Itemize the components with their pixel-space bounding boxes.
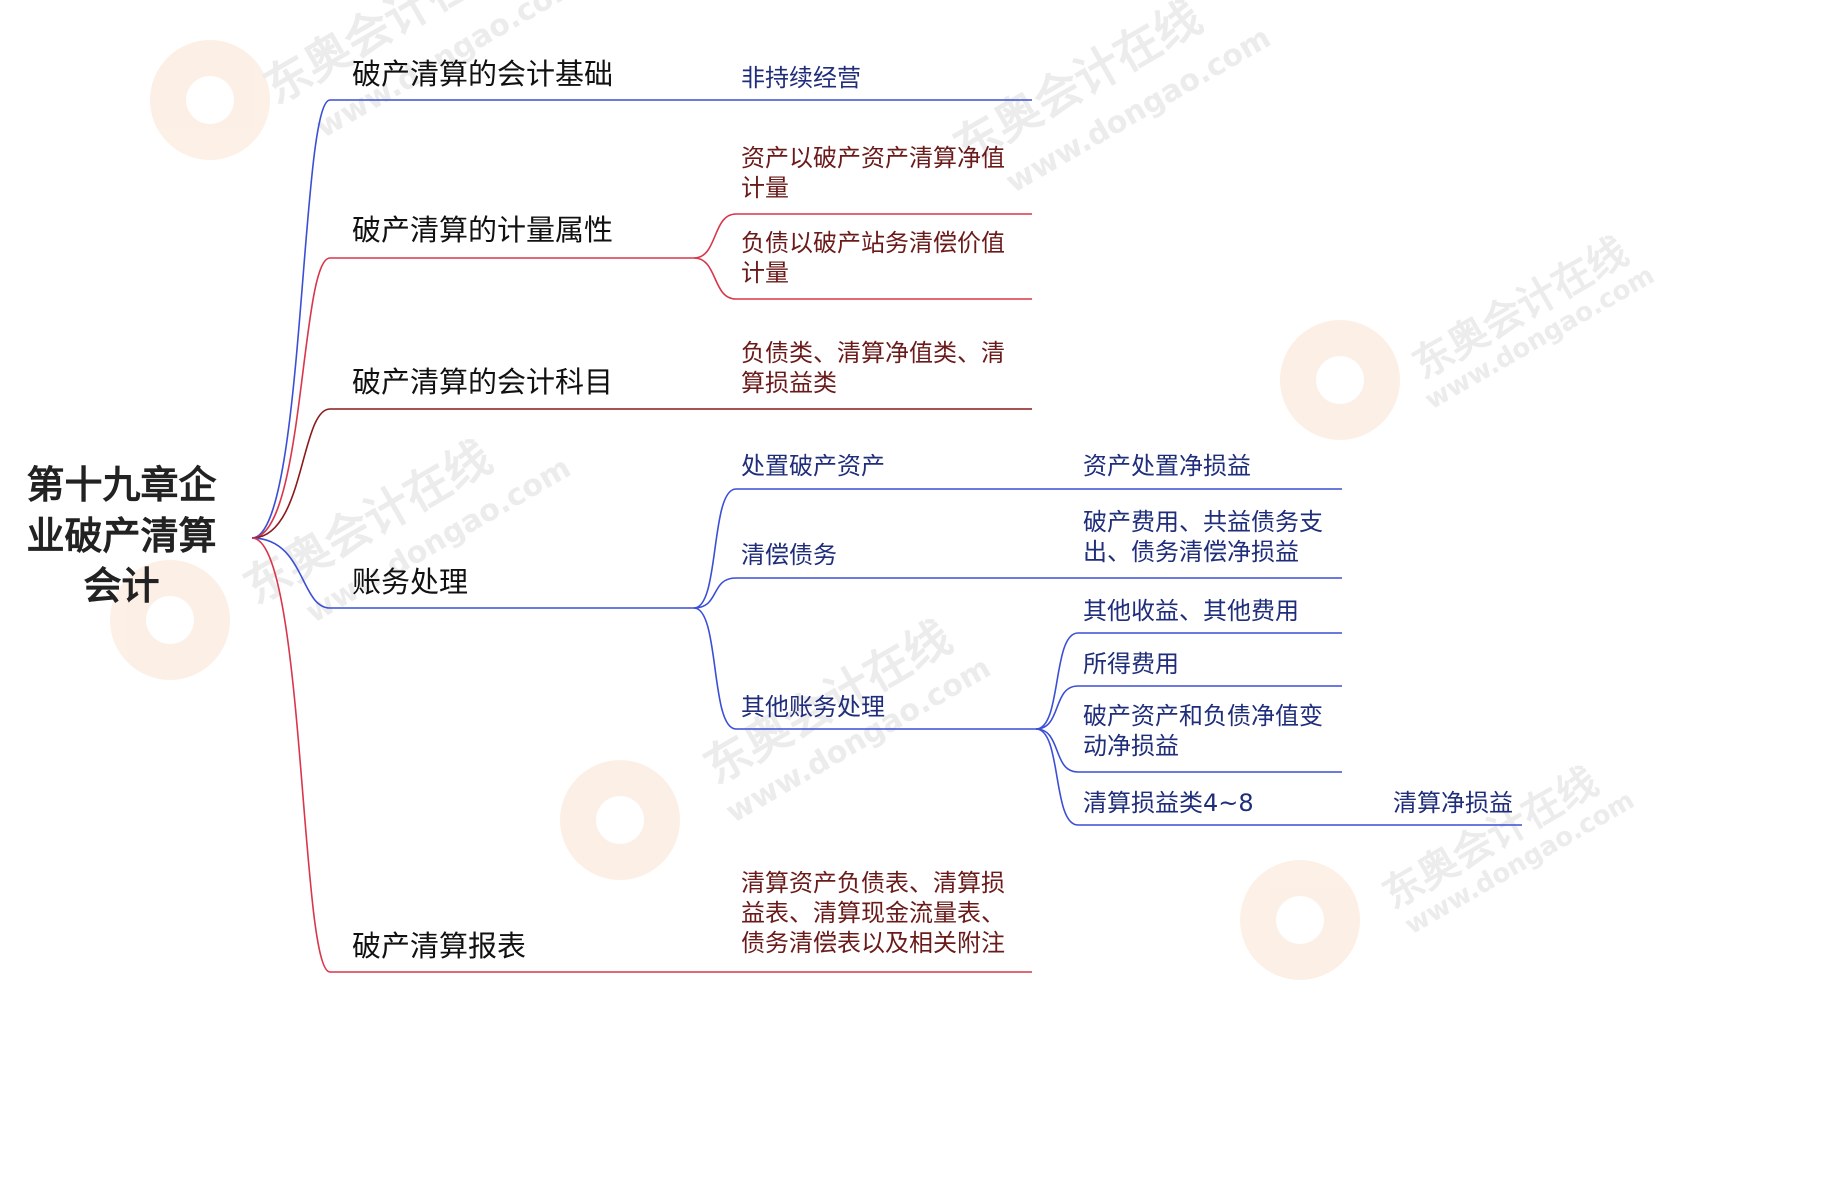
node-non-going-concern[interactable]: 非持续经营 — [741, 64, 861, 92]
watermark-logo-icon — [150, 40, 270, 160]
branch-liquidation-reports[interactable]: 破产清算报表 — [352, 929, 527, 963]
connector-branch2-child1 — [693, 213, 737, 259]
connector-branch4-child1 — [693, 488, 737, 609]
connector-root-branch1 — [251, 99, 331, 539]
connector-branch4-child3 — [693, 607, 737, 730]
node-liability-measurement[interactable]: 负债以破产站务清偿价值计量 — [741, 229, 1005, 287]
watermark-logo-icon — [1280, 320, 1400, 440]
watermark-logo-icon — [110, 560, 230, 680]
node-subject-categories[interactable]: 负债类、清算净值类、清算损益类 — [741, 339, 1005, 397]
branch-measurement-attributes[interactable]: 破产清算的计量属性 — [352, 213, 614, 247]
connector-branch4-child2 — [693, 577, 737, 609]
node-other-income-expense[interactable]: 其他收益、其他费用 — [1083, 597, 1299, 625]
branch-accounting-basis[interactable]: 破产清算的会计基础 — [352, 57, 614, 91]
connector-other-child3 — [1035, 728, 1079, 773]
watermark-logo-icon — [560, 760, 680, 880]
watermark-logo-icon — [1240, 860, 1360, 980]
connector-root-branch4 — [251, 537, 331, 609]
node-asset-disposal-gain-loss[interactable]: 资产处置净损益 — [1083, 452, 1251, 480]
connector-other-child2 — [1035, 685, 1079, 730]
connector-root-branch3 — [251, 408, 331, 539]
branch-account-processing[interactable]: 账务处理 — [352, 565, 469, 599]
node-liquidation-gain-loss-class[interactable]: 清算损益类4~8 — [1083, 789, 1254, 817]
root-node-title[interactable]: 第十九章企业破产清算会计 — [26, 463, 217, 609]
connector-branch2-child2 — [693, 257, 737, 300]
connector-root-branch5 — [251, 537, 331, 973]
mindmap-connectors — [251, 99, 1522, 973]
connector-other-child4 — [1035, 728, 1079, 826]
branch-accounting-subjects[interactable]: 破产清算的会计科目 — [352, 365, 614, 399]
node-report-list[interactable]: 清算资产负债表、清算损益表、清算现金流量表、债务清偿表以及相关附注 — [741, 869, 1005, 957]
node-dispose-assets[interactable]: 处置破产资产 — [741, 452, 885, 480]
node-other-processing[interactable]: 其他账务处理 — [741, 693, 885, 721]
node-net-liquidation-gain-loss[interactable]: 清算净损益 — [1393, 789, 1513, 817]
node-asset-measurement[interactable]: 资产以破产资产清算净值计量 — [741, 144, 1005, 202]
connector-root-branch2 — [251, 257, 331, 539]
node-debt-settlement-items[interactable]: 破产费用、共益债务支出、债务清偿净损益 — [1083, 508, 1323, 566]
connector-other-child1 — [1035, 632, 1079, 730]
node-net-value-change[interactable]: 破产资产和负债净值变动净损益 — [1083, 702, 1323, 760]
node-settle-debts[interactable]: 清偿债务 — [741, 541, 837, 569]
node-income-tax-expense[interactable]: 所得费用 — [1083, 650, 1179, 678]
